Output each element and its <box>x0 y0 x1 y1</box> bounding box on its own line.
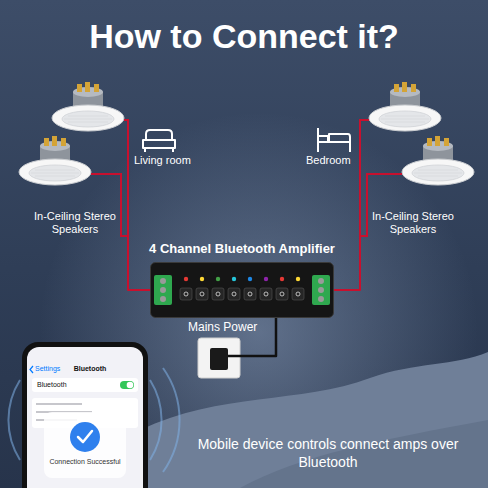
speaker-wire <box>128 240 150 290</box>
phone-illustration <box>22 342 148 488</box>
amplifier-box: 4 Channel Bluetooth Amplifier <box>150 262 334 318</box>
status-text: Connection Successful <box>44 458 126 466</box>
phone-box: SettingsBluetoothBluetoothConnection Suc… <box>22 342 148 488</box>
speaker-wire <box>334 240 360 290</box>
title: How to Connect it? <box>0 16 488 57</box>
phone-text-box: Connection Successful <box>44 458 126 466</box>
room-label-box: Living room <box>134 154 191 167</box>
speaker-label: In-Ceiling Stereo Speakers <box>370 210 456 238</box>
speaker-group: In-Ceiling Stereo Speakers <box>343 95 483 240</box>
amplifier-heading: 4 Channel Bluetooth Amplifier <box>122 241 362 257</box>
caption: Mobile device controls connect amps over… <box>178 436 478 472</box>
room-label: Bedroom <box>306 154 351 167</box>
speaker-group: In-Ceiling Stereo Speakers <box>5 95 145 240</box>
caption-box: Mobile device controls connect amps over… <box>178 436 478 472</box>
power-cable <box>266 318 276 356</box>
screen-title: Bluetooth <box>37 365 143 373</box>
back-link: Settings <box>35 365 60 373</box>
amplifier-body <box>150 262 334 318</box>
phone-text-box: Bluetooth <box>37 381 67 389</box>
phone-text-box: Settings <box>35 365 60 373</box>
power-label: Mains Power <box>188 320 266 334</box>
setting-row: Bluetooth <box>37 381 67 389</box>
room-label: Living room <box>134 154 191 167</box>
phone-text-box: Bluetooth <box>27 365 143 373</box>
speaker-label: In-Ceiling Stereo Speakers <box>32 210 118 238</box>
mains-socket: Mains Power <box>188 320 266 380</box>
room-label-box: Bedroom <box>306 154 351 167</box>
